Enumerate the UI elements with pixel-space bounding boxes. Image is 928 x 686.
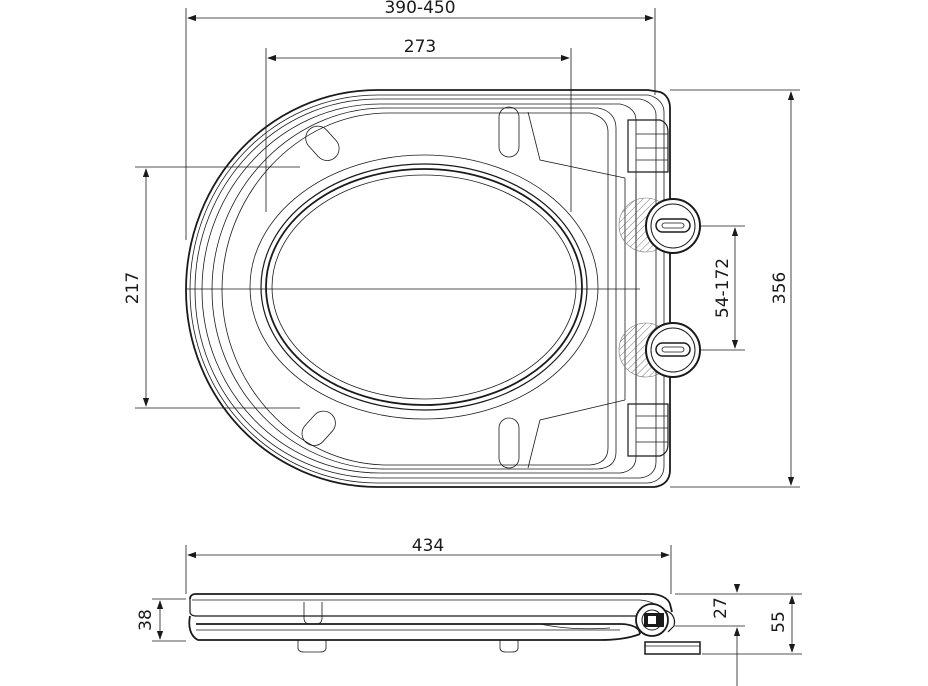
dimension-seat-height: 38 [136,598,186,642]
seat-ring [211,107,617,470]
dimension-hinge-spacing: 54-172 [700,225,745,351]
dim-label-total-height: 55 [769,611,789,633]
side-hinge [635,603,676,637]
bumper-pads [301,106,520,469]
side-view [188,593,701,655]
dim-label-seat-height: 38 [136,609,156,631]
dim-label-overall-width: 390-450 [384,0,455,18]
lid-outline [185,89,671,488]
dim-label-inner-width: 273 [404,37,436,57]
side-mount-base [644,641,701,655]
hinge-top [627,119,669,173]
dim-label-inner-height: 217 [123,272,143,304]
dimension-inner-width: 273 [265,37,572,212]
dimension-lid-height: 27 [675,583,745,686]
dimension-inner-height: 217 [123,166,300,409]
dimension-overall-depth: 356 [670,89,800,488]
dim-label-side-length: 434 [412,536,444,556]
dimension-side-length: 434 [185,536,672,594]
seat-opening [249,154,599,420]
fixing-screw-bottom [618,322,701,378]
fixing-screw-top [618,197,701,254]
dimension-overall-width: 390-450 [185,0,656,240]
dim-label-lid-height: 27 [711,597,731,619]
top-view [185,89,701,488]
dimension-total-height: 55 [702,593,802,655]
dim-label-hinge-spacing: 54-172 [713,258,733,318]
hinge-bottom [627,403,669,457]
dim-label-overall-depth: 356 [770,272,790,304]
